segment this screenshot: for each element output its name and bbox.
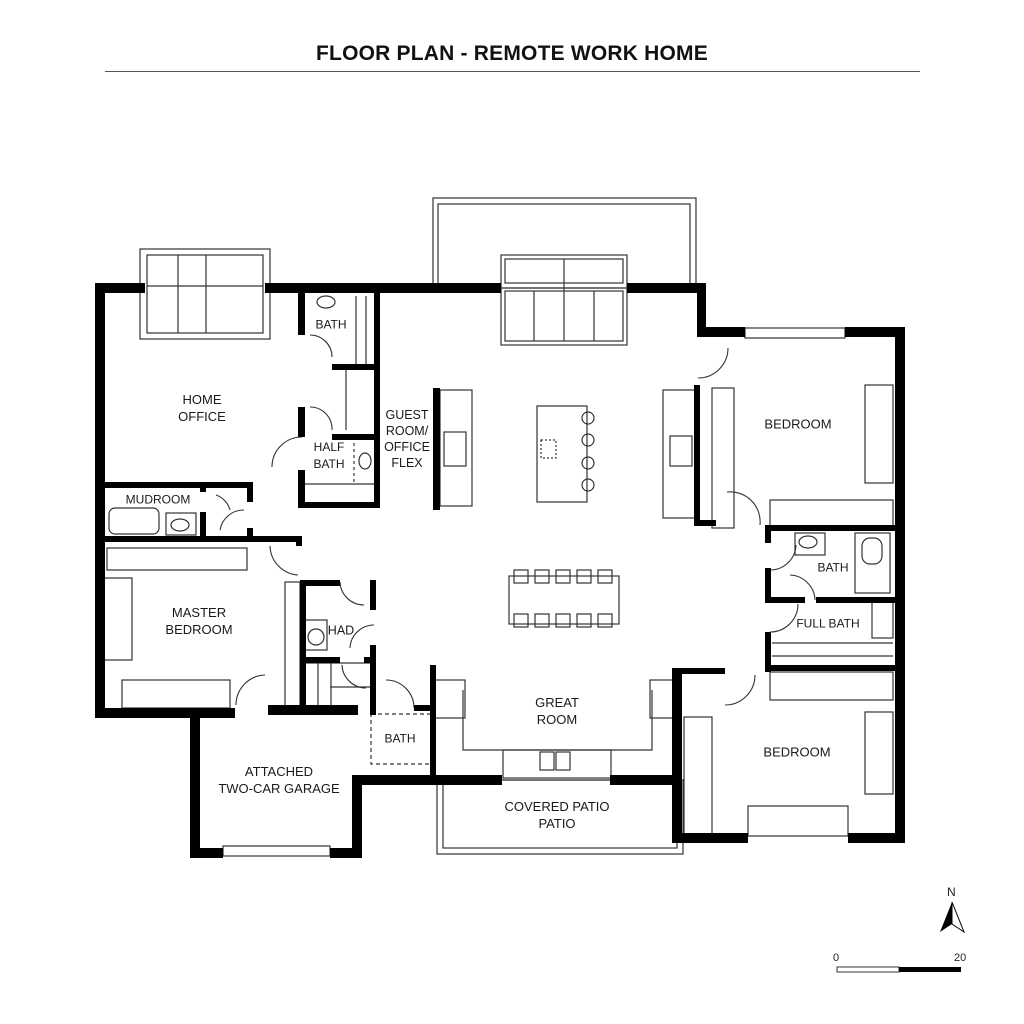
north-label: N [947,885,956,899]
room-label-bedroom-east-bottom: BEDROOM [763,744,831,760]
room-label-bath-lower: BATH [384,731,416,746]
room-label-full-bath: FULL BATH [796,616,860,631]
scale-start-label: 0 [833,952,840,964]
scale-end-label: 20 [954,952,967,964]
room-label-mudroom: MUDROOM [125,492,191,507]
scale-bar-icon [836,966,961,973]
room-label-bath-top: BATH [315,317,347,332]
room-label-bedroom-east-top: BEDROOM [764,416,832,432]
room-label-had: HAD [327,623,355,638]
plan-title: FLOOR PLAN - REMOTE WORK HOME [316,42,708,65]
room-label-bath-east: BATH [817,560,849,575]
north-arrow-icon [940,901,966,934]
title-rule [105,71,920,72]
